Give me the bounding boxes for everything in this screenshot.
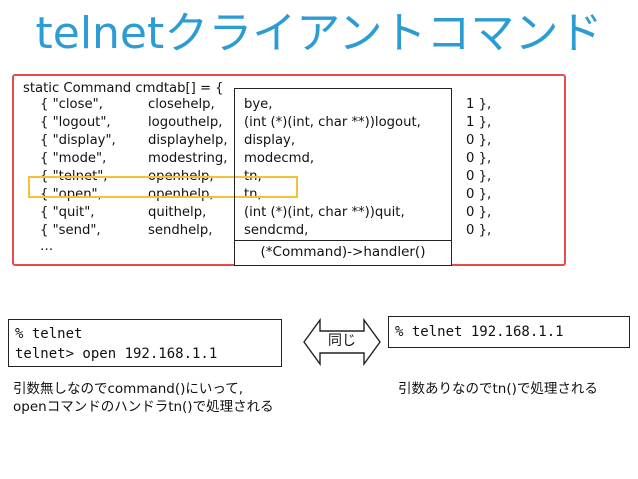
row-help: displayhelp,	[148, 133, 228, 148]
row-flag: 1 },	[466, 97, 492, 112]
slide-title: telnetクライアントコマンド	[35, 8, 603, 59]
row-name: { "logout",	[40, 115, 111, 130]
row-name: { "quit",	[40, 205, 95, 220]
row-flag: 0 },	[466, 223, 492, 238]
terminal-with-args: % telnet 192.168.1.1	[388, 316, 630, 348]
row-handler: modecmd,	[244, 151, 315, 166]
row-handler: display,	[244, 133, 296, 148]
row-help: sendhelp,	[148, 223, 213, 238]
same-label: 同じ	[328, 333, 356, 349]
row-handler-highlighted: tn,	[244, 187, 262, 202]
row-help: quithelp,	[148, 205, 207, 220]
open-row-highlight	[28, 176, 298, 198]
row-handler: sendcmd,	[244, 223, 309, 238]
handler-label: (*Command)->handler()	[234, 240, 452, 266]
row-name: { "send",	[40, 223, 101, 238]
row-flag: 0 },	[466, 205, 492, 220]
row-handler: (int (*)(int, char **))logout,	[244, 115, 421, 130]
row-flag: 0 },	[466, 169, 492, 184]
note-line: 引数無しなのでcommand()にいって,	[13, 381, 244, 397]
double-arrow-icon	[303, 318, 381, 366]
code-header: static Command cmdtab[] = {	[23, 81, 224, 96]
row-help: logouthelp,	[148, 115, 223, 130]
row-name: { "mode",	[40, 151, 107, 166]
row-flag: 0 },	[466, 187, 492, 202]
code-ellipsis: …	[40, 239, 54, 254]
row-name-highlighted: { "open",	[40, 187, 102, 202]
note-line: openコマンドのハンドラtn()で処理される	[13, 399, 274, 415]
row-help: modestring,	[148, 151, 228, 166]
row-help-highlighted: openhelp,	[148, 187, 214, 202]
terminal-line: % telnet 192.168.1.1	[395, 324, 564, 340]
row-help: closehelp,	[148, 97, 215, 112]
row-flag: 1 },	[466, 115, 492, 130]
terminal-line: % telnet	[15, 326, 83, 342]
row-flag: 0 },	[466, 151, 492, 166]
terminal-no-args: % telnet telnet> open 192.168.1.1	[8, 319, 282, 367]
code-box: static Command cmdtab[] = { { "close", c…	[12, 74, 566, 266]
row-handler: (int (*)(int, char **))quit,	[244, 205, 405, 220]
row-handler: bye,	[244, 97, 273, 112]
note-no-args: 引数無しなのでcommand()にいって, openコマンドのハンドラtn()で…	[13, 380, 274, 416]
note-with-args: 引数ありなのでtn()で処理される	[398, 381, 598, 397]
row-name: { "close",	[40, 97, 103, 112]
row-name: { "display",	[40, 133, 116, 148]
row-flag: 0 },	[466, 133, 492, 148]
terminal-line: telnet> open 192.168.1.1	[15, 346, 218, 362]
